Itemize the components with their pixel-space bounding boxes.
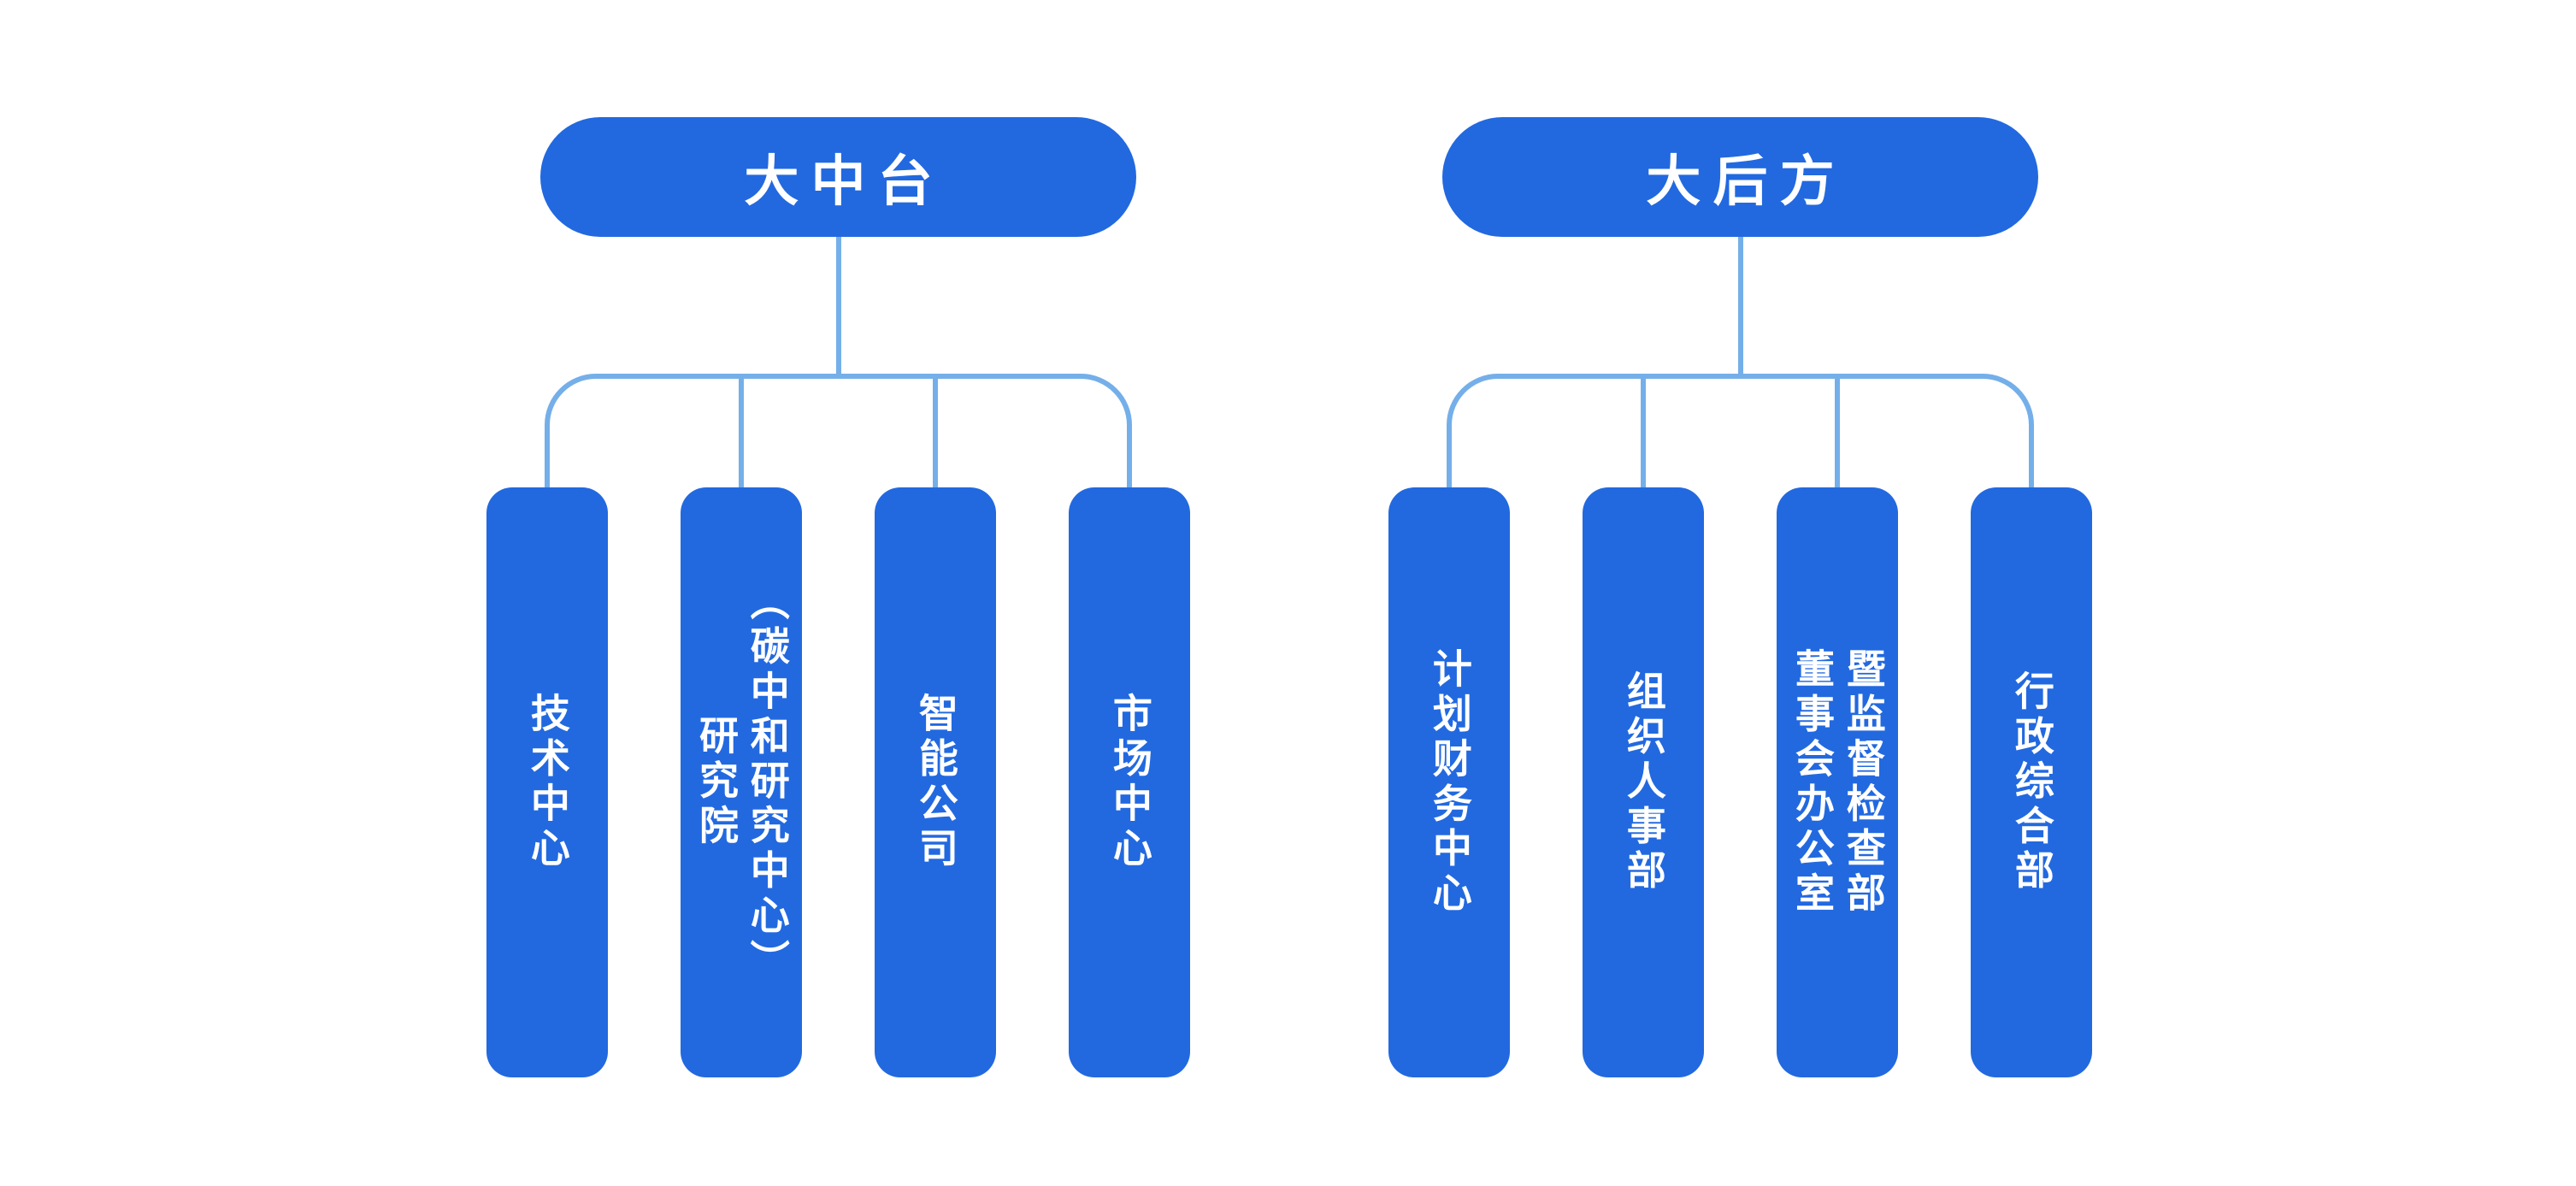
trunk-connector	[1737, 237, 1743, 379]
child-node-label: 行政综合部	[2008, 670, 2055, 895]
drop-connector	[1835, 374, 1840, 487]
child-node-label: 组织人事部	[1620, 670, 1667, 895]
child-node-xingzheng-zonghe-bu[interactable]: 行政综合部	[1971, 487, 2092, 1077]
child-node-zuzhi-renshi-bu[interactable]: 组织人事部	[1583, 487, 1704, 1077]
root-node-label: 大中台	[744, 150, 945, 214]
bus-connector	[1447, 374, 2034, 487]
child-node-label: 智能公司	[912, 693, 959, 872]
child-node-yanjiuyuan[interactable]: 研究院 （碳中和研究中心）	[681, 487, 802, 1077]
tree-group-1: 大中台 技术中心 研究院 （碳中和研究中心） 智能公司 市场中心	[486, 117, 1190, 1077]
drop-connector	[933, 374, 938, 487]
child-node-label: 计划财务中心	[1426, 647, 1473, 918]
children-row-group-2: 计划财务中心 组织人事部 董事会办公室 暨监督检查部 行政综合部	[1388, 487, 2092, 1077]
child-node-jihua-caiwu-zhongxin[interactable]: 计划财务中心	[1388, 487, 1510, 1077]
root-node-group-1[interactable]: 大中台	[540, 117, 1136, 237]
child-node-label: 技术中心	[524, 693, 571, 872]
child-node-zhineng-gongsi[interactable]: 智能公司	[875, 487, 996, 1077]
child-node-shichang-zhongxin[interactable]: 市场中心	[1069, 487, 1190, 1077]
bus-connector	[545, 374, 1132, 487]
drop-connector	[739, 374, 744, 487]
root-node-label: 大后方	[1646, 150, 1847, 214]
root-node-group-2[interactable]: 大后方	[1442, 117, 2038, 237]
drop-connector	[1641, 374, 1646, 487]
child-node-label: 董事会办公室 暨监督检查部	[1789, 647, 1887, 918]
child-node-label: 研究院 （碳中和研究中心）	[693, 581, 791, 984]
child-node-label: 市场中心	[1106, 693, 1153, 872]
tree-group-2: 大后方 计划财务中心 组织人事部 董事会办公室 暨监督检查部 行政综合部	[1388, 117, 2092, 1077]
child-node-jishu-zhongxin[interactable]: 技术中心	[486, 487, 608, 1077]
trunk-connector	[835, 237, 841, 379]
children-row-group-1: 技术中心 研究院 （碳中和研究中心） 智能公司 市场中心	[486, 487, 1190, 1077]
child-node-dongshihui-bangongshi[interactable]: 董事会办公室 暨监督检查部	[1777, 487, 1898, 1077]
